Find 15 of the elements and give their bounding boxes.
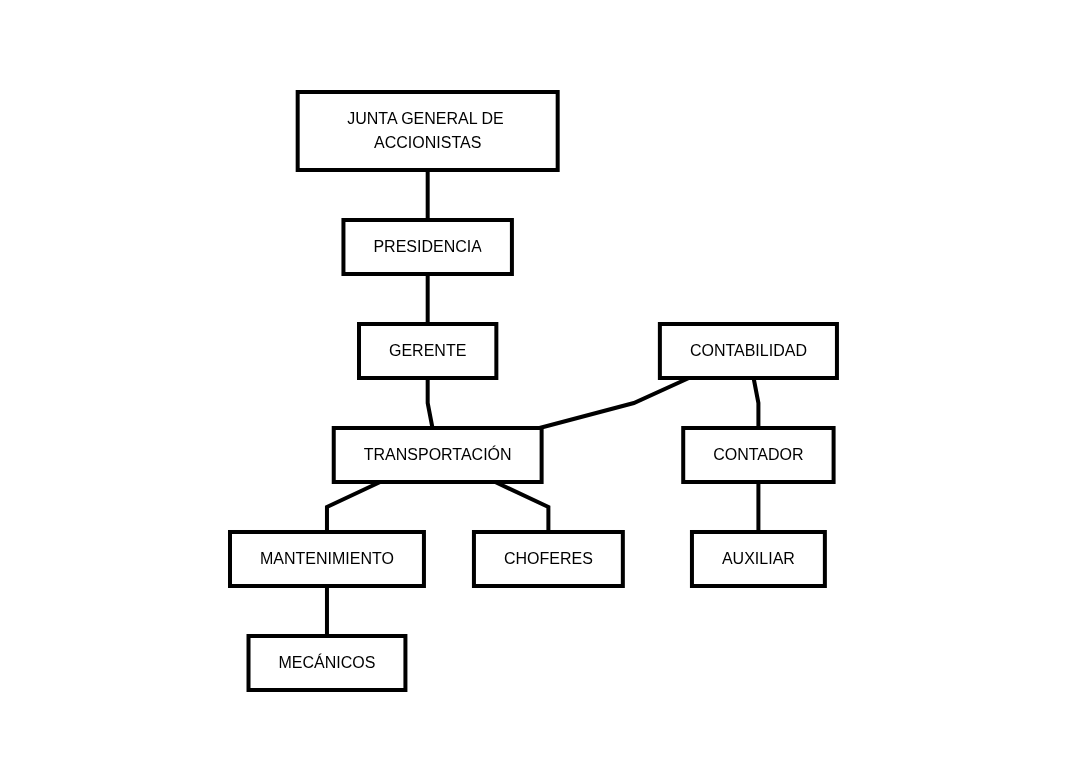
node-box: TRANSPORTACIÓN	[331, 426, 544, 484]
node-box: MECÁNICOS	[246, 634, 408, 692]
node-box: MANTENIMIENTO	[228, 530, 426, 588]
node-box: CHOFERES	[471, 530, 625, 588]
connector	[325, 586, 329, 636]
node-box: CONTABILIDAD	[657, 322, 839, 380]
connector	[425, 378, 435, 429]
connector	[425, 274, 430, 324]
node-box: CONTADOR	[681, 426, 836, 484]
connector	[756, 482, 761, 532]
node-box: AUXILIAR	[690, 530, 827, 588]
node-box: JUNTA GENERAL DE ACCIONISTAS	[295, 90, 560, 172]
node-box: GERENTE	[357, 322, 499, 380]
node-box: PRESIDENCIA	[341, 218, 514, 276]
connector	[425, 170, 430, 220]
